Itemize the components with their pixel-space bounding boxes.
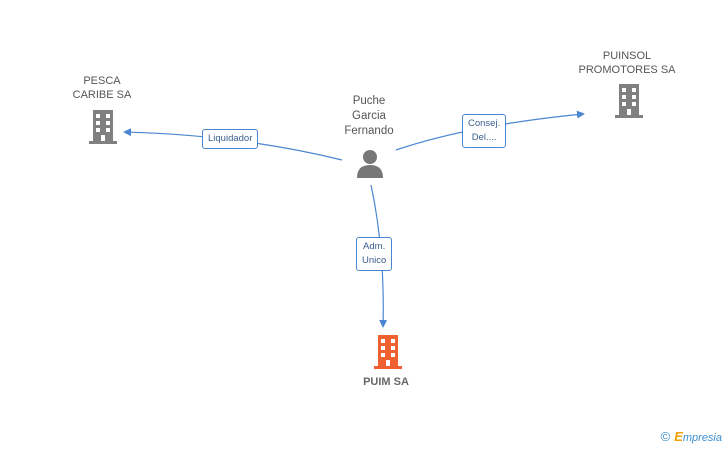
brand-footer: © Empresia [661,429,722,444]
pesca-name-line1: PESCA [83,75,121,87]
building-icon[interactable] [87,110,119,144]
consej-line2: Del.... [471,132,497,143]
consej-line1: Consej. [468,118,501,129]
brand-name: mpresia [682,432,722,444]
person-name-line2: Garcia [352,110,386,122]
edge-label-liquidador[interactable]: Liquidador [202,129,259,149]
puinsol-name-line2: PROMOTORES SA [578,64,676,76]
node-puim-label[interactable]: PUIM SA [363,376,409,388]
brand-logo[interactable]: Empresia [674,429,722,444]
person-name-line3: Fernando [344,125,394,137]
person-name-line1: Puche [352,95,386,107]
building-icon[interactable] [372,335,404,369]
edge-label-adm-unico[interactable]: Adm. Unico [356,237,393,271]
edge-label-consej[interactable]: Consej. Del.... [462,114,507,148]
adm-line1: Adm. [363,241,386,252]
puinsol-name-line1: PUINSOL [602,50,652,62]
node-pesca-label[interactable]: PESCA CARIBE SA [73,74,132,102]
adm-line2: Unico [362,255,387,266]
copyright-icon: © [660,429,671,444]
building-icon[interactable] [613,84,645,118]
node-person-label[interactable]: Puche Garcia Fernando [344,94,393,139]
person-icon[interactable] [355,148,385,178]
liquidador-text: Liquidador [208,133,253,144]
node-puinsol-label[interactable]: PUINSOL PROMOTORES SA [579,49,676,77]
brand-initial: E [674,429,683,444]
pesca-name-line2: CARIBE SA [72,89,132,101]
